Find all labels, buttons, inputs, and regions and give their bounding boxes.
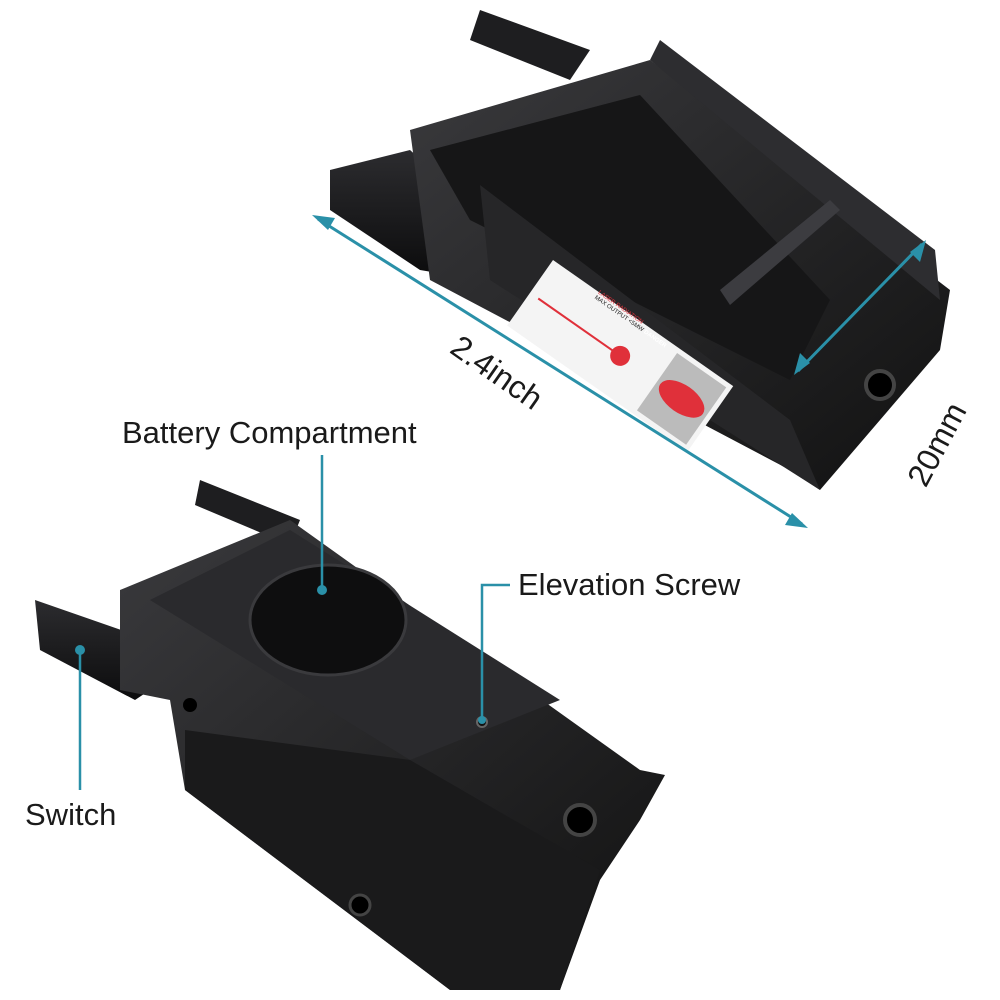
warning-label (507, 260, 734, 452)
battery-compartment-label: Battery Compartment (122, 415, 417, 450)
elevation-screw-label: Elevation Screw (518, 567, 741, 602)
battery-cap (248, 563, 408, 677)
laser-top-view (330, 10, 950, 490)
switch-label: Switch (25, 797, 117, 832)
dimension-arrows (312, 215, 926, 528)
callout-lines (78, 455, 510, 790)
laser-side-view (35, 480, 665, 990)
